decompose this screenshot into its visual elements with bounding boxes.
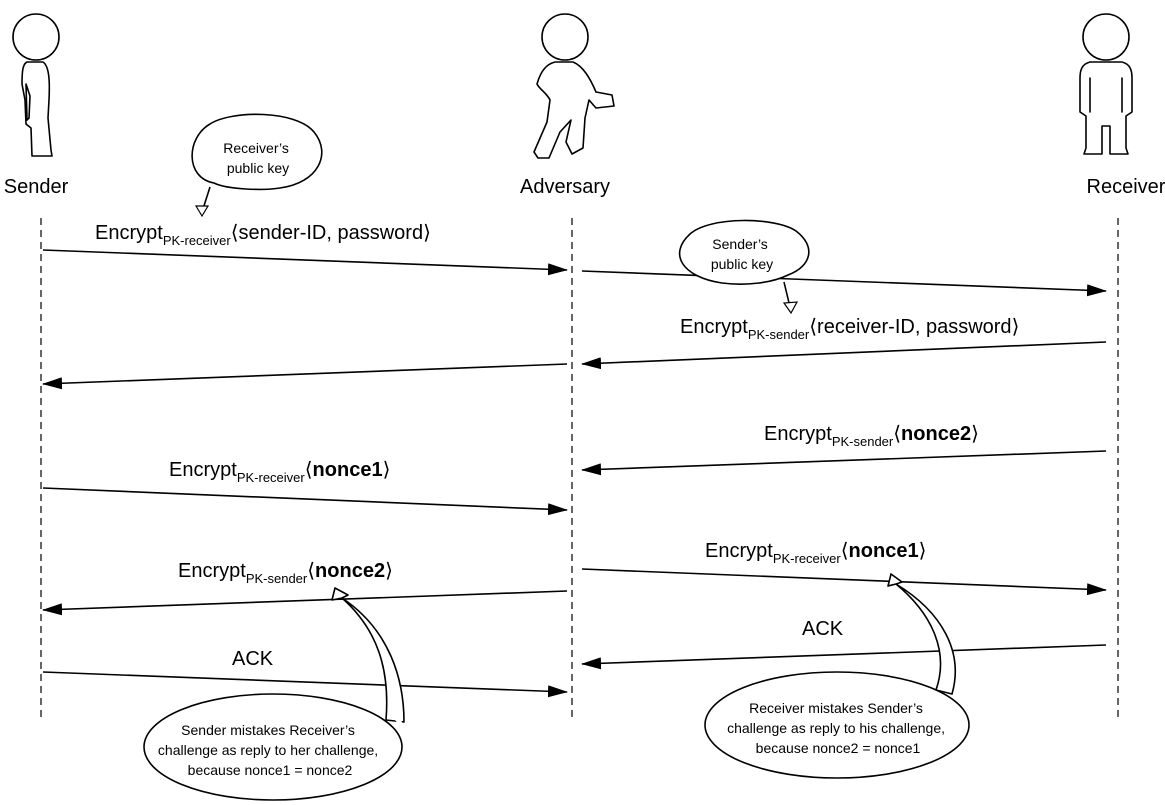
svg-text:Receiver mistakes Sender’s: Receiver mistakes Sender’s challenge as … bbox=[727, 700, 949, 756]
sender-figure bbox=[12, 13, 60, 157]
arrow-receiver-to-adversary-1 bbox=[581, 341, 1107, 370]
arrow-receiver-to-adversary-2 bbox=[581, 450, 1107, 476]
callout-receiver-public-key: Receiver’s public key bbox=[191, 113, 323, 218]
svg-text:Sender’s public key: Sender’s public key bbox=[711, 236, 773, 272]
sender-label: Sender bbox=[4, 176, 69, 198]
receiver-figure bbox=[1079, 13, 1133, 155]
svg-text:Receiver’s public key: Receiver’s public key bbox=[223, 140, 293, 176]
arrow-sender-to-adversary-2 bbox=[42, 487, 568, 516]
arrow-adversary-to-receiver-1 bbox=[581, 270, 1107, 297]
message-label-4: EncryptPK-receiver⟨nonce1⟩ bbox=[169, 459, 390, 485]
ack-label-right: ACK bbox=[802, 618, 844, 640]
message-label-5: EncryptPK-receiver⟨nonce1⟩ bbox=[705, 540, 926, 566]
adversary-label: Adversary bbox=[520, 176, 610, 198]
message-label-1: EncryptPK-receiver⟨sender-ID, password⟩ bbox=[95, 222, 431, 248]
arrow-adversary-to-receiver-2 bbox=[581, 568, 1107, 596]
arrow-sender-to-adversary-ack bbox=[42, 671, 568, 698]
ack-label-left: ACK bbox=[232, 648, 274, 670]
message-label-3: EncryptPK-sender⟨nonce2⟩ bbox=[764, 423, 979, 449]
arrow-adversary-to-sender-1 bbox=[42, 363, 568, 390]
message-label-6: EncryptPK-sender⟨nonce2⟩ bbox=[178, 560, 393, 586]
receiver-label: Receiver bbox=[1087, 176, 1165, 198]
arrow-receiver-to-adversary-ack bbox=[581, 644, 1107, 670]
adversary-figure bbox=[533, 13, 615, 159]
message-label-2: EncryptPK-sender⟨receiver-ID, password⟩ bbox=[680, 316, 1019, 342]
callout-sender-mistake: Sender mistakes Receiver’s challenge as … bbox=[143, 587, 405, 801]
callout-receiver-mistake: Receiver mistakes Sender’s challenge as … bbox=[704, 573, 970, 779]
arrow-adversary-to-sender-2 bbox=[42, 590, 568, 616]
svg-text:Sender mistakes Receiver’s: Sender mistakes Receiver’s challenge as … bbox=[158, 722, 382, 778]
callout-sender-public-key: Sender’s public key bbox=[678, 219, 810, 315]
arrow-sender-to-adversary-1 bbox=[42, 249, 568, 276]
